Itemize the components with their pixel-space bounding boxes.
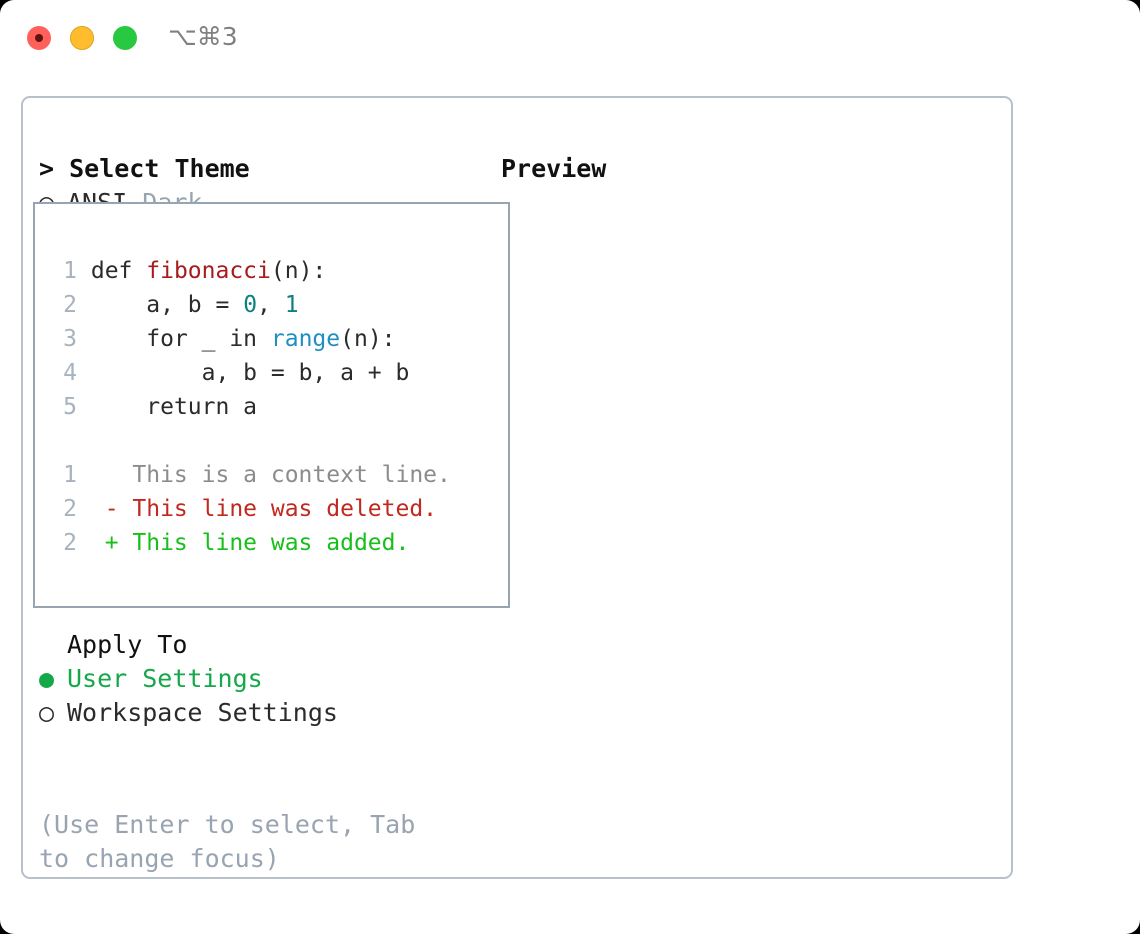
code-token: return a — [90, 394, 258, 420]
code-diff-spacer — [51, 424, 508, 458]
radio-unselected-icon: ○ — [39, 698, 55, 727]
code-line: 2 a, b = 0, 1 — [51, 288, 508, 322]
diff-text: This line was added. — [132, 530, 410, 556]
diff-sample: 1 This is a context line.2 - This line w… — [51, 458, 508, 560]
code-token: (n): — [340, 326, 396, 352]
maximize-button[interactable] — [113, 26, 137, 50]
keyboard-shortcut-label: ⌥⌘3 — [168, 22, 238, 51]
code-line: 5 return a — [51, 390, 508, 424]
diff-line-deleted: 2 - This line was deleted. — [51, 492, 508, 526]
apply-option-label: User Settings — [67, 664, 263, 693]
code-token: a, b = — [90, 292, 244, 318]
diff-text: This is a context line. — [132, 462, 451, 488]
code-token: a, b = b, a + b — [90, 360, 410, 386]
apply-option-user-settings[interactable]: ● User Settings — [39, 662, 489, 696]
code-token: for _ in — [90, 326, 271, 352]
minimize-button[interactable] — [70, 26, 94, 50]
title-bar: ⌥⌘3 — [0, 0, 1140, 78]
diff-marker — [77, 462, 132, 488]
apply-to-list[interactable]: ● User Settings ○ Workspace Settings — [39, 662, 489, 730]
radio-selected-icon: ● — [39, 664, 55, 693]
line-number: 4 — [63, 360, 77, 386]
diff-text: This line was deleted. — [132, 496, 438, 522]
code-token: 0 — [243, 292, 258, 318]
preview-column: Preview — [501, 152, 1001, 186]
code-token: def — [90, 258, 147, 284]
code-line: 1 def fibonacci(n): — [51, 254, 508, 288]
line-number: 1 — [63, 258, 77, 284]
apply-to-heading: Apply To — [67, 630, 188, 659]
code-line: 4 a, b = b, a + b — [51, 356, 508, 390]
line-number: 2 — [63, 292, 77, 318]
dialog-panel: > Select Theme ○ANSI Dark○Atom One Dark○… — [21, 96, 1013, 879]
line-number: 2 — [63, 496, 77, 522]
diff-marker: - — [77, 496, 133, 522]
apply-option-workspace-settings[interactable]: ○ Workspace Settings — [39, 696, 489, 730]
code-line: 3 for _ in range(n): — [51, 322, 508, 356]
diff-line-added: 2 + This line was added. — [51, 526, 508, 560]
code-token: , — [257, 292, 285, 318]
code-token: (n): — [270, 258, 327, 284]
line-number: 2 — [63, 530, 77, 556]
close-button[interactable] — [27, 26, 51, 50]
keyboard-hint-text: (Use Enter to select, Tab to change focu… — [39, 810, 431, 873]
window-controls — [27, 26, 137, 50]
diff-marker: + — [77, 530, 133, 556]
code-token: fibonacci — [146, 258, 271, 284]
line-number: 5 — [63, 394, 77, 420]
select-theme-heading: > Select Theme — [39, 154, 250, 183]
preview-heading: Preview — [501, 154, 607, 183]
line-number: 1 — [63, 462, 77, 488]
diff-line-context: 1 This is a context line. — [51, 458, 508, 492]
code-token: 1 — [284, 292, 299, 318]
code-token: range — [270, 326, 341, 352]
apply-option-label: Workspace Settings — [67, 698, 338, 727]
line-number: 3 — [63, 326, 77, 352]
